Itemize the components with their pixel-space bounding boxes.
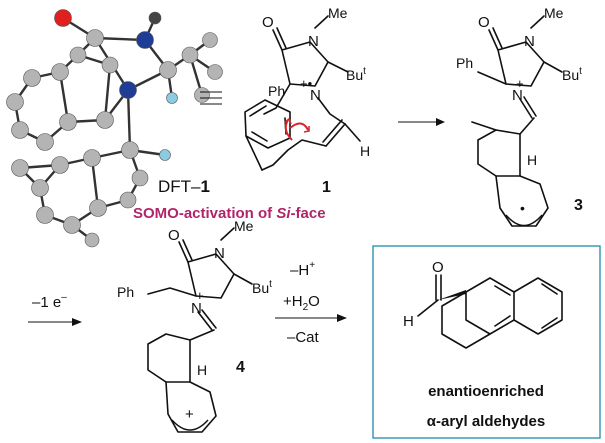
c3-oxygen: O	[478, 14, 490, 31]
compound-3-number: 3	[574, 197, 583, 214]
c1-phenyl: Ph	[268, 83, 285, 99]
model-fluorine-atom-2	[159, 149, 171, 161]
condition-minus-proton: –H+	[290, 260, 315, 279]
model-carbon-atoms	[6, 11, 223, 248]
c4-tert-butyl: But	[252, 279, 272, 296]
c3-nitrogen-lower: N	[512, 87, 523, 104]
c4-nitrogen-upper: N	[214, 245, 225, 262]
c1-nitrogen-lower: N	[310, 87, 321, 104]
c4-methyl: Me	[234, 218, 254, 234]
product-hydrogen: H	[403, 313, 414, 330]
compound-1-number: 1	[322, 179, 331, 196]
c1-oxygen: O	[262, 14, 274, 31]
c4-cation: +	[196, 288, 204, 303]
c3-phenyl: Ph	[456, 55, 473, 71]
c3-radical: •	[520, 200, 525, 216]
dft-ball-and-stick-model	[6, 9, 223, 248]
oxidation-arrow: –1 e–	[28, 292, 82, 326]
model-nitrogen-atom-1	[136, 31, 154, 49]
c4-hydrogen: H	[197, 362, 207, 378]
c4-nitrogen-lower: N	[191, 300, 202, 317]
arrow-1-to-3	[398, 118, 445, 126]
condition-minus-catalyst: –Cat	[287, 329, 320, 346]
oxidation-label: –1 e–	[32, 292, 67, 311]
compound-4: + O N Me N + Ph But H 4	[117, 218, 272, 433]
compound-3: • O N Me N + Ph But H 3	[456, 5, 583, 227]
product-box: O H enantioenriched α-aryl aldehydes	[372, 245, 601, 439]
equivalence-sign	[200, 91, 222, 105]
c4-cation-ring: +	[185, 406, 194, 423]
c1-hydrogen: H	[360, 143, 370, 159]
c4-oxygen: O	[168, 227, 180, 244]
product-caption-line2: α-aryl aldehydes	[427, 413, 545, 430]
c1-radical-cation: +•	[300, 76, 313, 91]
model-nitrogen-atom-2	[119, 81, 137, 99]
c1-methyl: Me	[328, 5, 348, 21]
model-fluorine-atom-1	[166, 92, 178, 104]
c3-tert-butyl: But	[562, 66, 582, 83]
c1-tert-butyl: But	[346, 66, 366, 83]
final-arrow: –H+ +H2O –Cat	[275, 260, 347, 346]
c1-nitrogen-upper: N	[308, 33, 319, 50]
model-oxygen-atom	[54, 9, 72, 27]
product-oxygen: O	[432, 259, 444, 276]
condition-plus-water: +H2O	[283, 293, 320, 313]
c3-hydrogen: H	[527, 152, 537, 168]
c3-methyl: Me	[544, 5, 564, 21]
activation-caption: SOMO-activation of Si-face	[133, 205, 326, 222]
c3-nitrogen-upper: N	[524, 33, 535, 50]
c3-cation: +	[516, 76, 524, 91]
dft-label: DFT–1	[158, 177, 210, 196]
product-caption-line1: enantioenriched	[428, 383, 544, 400]
c4-phenyl: Ph	[117, 284, 134, 300]
compound-1: O N Me N +• Ph But H 1	[244, 5, 370, 196]
compound-4-number: 4	[236, 359, 245, 376]
